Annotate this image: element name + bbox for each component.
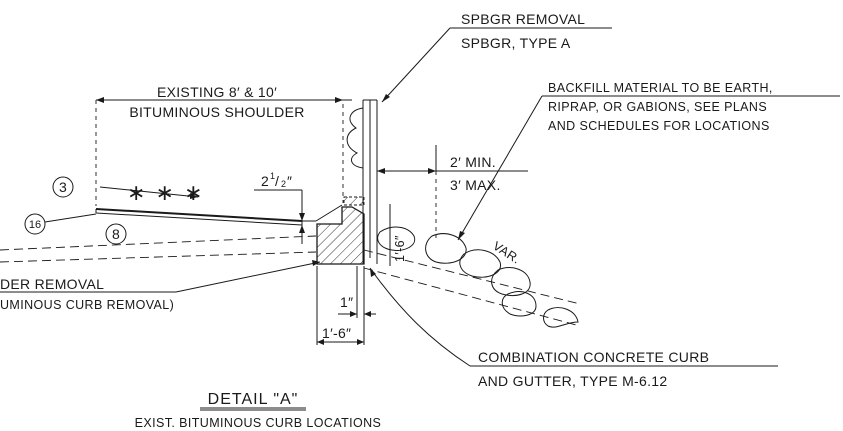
backfill-leader [457, 95, 543, 241]
callout-16-circle [24, 213, 46, 235]
callout-8: 8 [112, 226, 120, 242]
w-beam-rail [346, 107, 364, 169]
curb-label-leader [369, 267, 471, 367]
thickness-numerator: 1 [270, 171, 275, 181]
slope-arrow [99, 186, 199, 198]
shoulder-width-dimension [95, 97, 352, 206]
spbgr-leader [381, 27, 451, 103]
guardrail-post [362, 99, 378, 264]
thickness-denominator: 2 [281, 179, 286, 189]
existing-shoulder-label-2: BITUMINOUS SHOULDER [129, 104, 304, 120]
backfill-label-3: AND SCHEDULES FOR LOCATIONS [548, 119, 770, 133]
curb-label-2: AND GUTTER, TYPE M-6.12 [478, 373, 667, 389]
var-label: VAR. [490, 239, 523, 267]
one-inch-label: 1″ [340, 294, 353, 310]
curb-label-1: COMBINATION CONCRETE CURB [478, 349, 709, 365]
removal-leader [175, 261, 321, 293]
callout-8-circle [105, 223, 127, 245]
riprap-stones [377, 226, 579, 328]
curb-height-label: 1′-6″ [393, 235, 407, 262]
detail-subtitle: EXIST. BITUMINOUS CURB LOCATIONS [135, 416, 382, 430]
existing-shoulder-label-1: EXISTING 8′ & 10′ [157, 84, 277, 100]
callout-16: 16 [29, 219, 41, 231]
removal-label-1: DER REMOVAL [0, 276, 104, 292]
one-inch-dimension [316, 266, 376, 345]
callout-3: 3 [59, 179, 67, 195]
curb-width-dimension [317, 339, 364, 345]
spbgr-type-label: SPBGR, TYPE A [461, 35, 571, 51]
thickness-dimension [254, 189, 305, 244]
concrete-curb [316, 196, 365, 265]
thickness-slash: / [275, 173, 279, 189]
thickness-whole: 2 [261, 173, 269, 189]
min-dimension-label: 2′ MIN. [450, 154, 496, 170]
curb-width-label: 1′-6″ [322, 325, 351, 341]
callout-3-circle [52, 176, 74, 198]
backfill-label-1: BACKFILL MATERIAL TO BE EARTH, [548, 81, 773, 95]
thickness-unit: ″ [287, 173, 292, 189]
backfill-label-2: RIPRAP, OR GABIONS, SEE PLANS [548, 100, 767, 114]
spbgr-removal-label: SPBGR REMOVAL [461, 11, 585, 27]
removal-label-2: UMINOUS CURB REMOVAL) [0, 298, 174, 312]
bituminous-shoulder [95, 204, 343, 226]
callout-16-leader [44, 213, 97, 223]
detail-title: DETAIL "A" [208, 391, 299, 408]
stars-note: ∗ ∗ ∗ [127, 180, 205, 205]
min-max-dimension [377, 145, 528, 238]
